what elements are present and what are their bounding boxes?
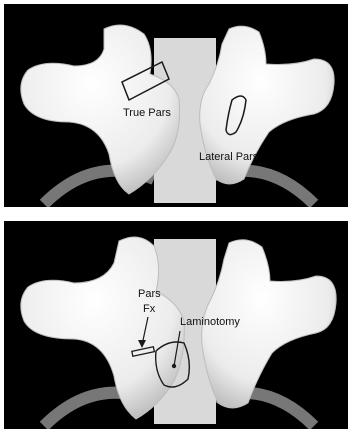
laminotomy-label: Laminotomy — [180, 316, 240, 328]
vertebra-bottom-illustration: Pars Fx Laminotomy — [4, 221, 348, 429]
pars-fx-label-line2: Fx — [143, 303, 156, 315]
vertebra-top-illustration: True Pars Lateral Pars — [4, 4, 348, 207]
vertebra-top-view-panel: True Pars Lateral Pars — [4, 4, 348, 207]
vertebra-bottom-view-panel: Pars Fx Laminotomy — [4, 221, 348, 429]
pars-fx-label-line1: Pars — [138, 288, 161, 300]
lateral-pars-label: Lateral Pars — [199, 151, 259, 163]
true-pars-label: True Pars — [123, 107, 171, 119]
laminotomy-pointer-dot — [172, 364, 176, 368]
